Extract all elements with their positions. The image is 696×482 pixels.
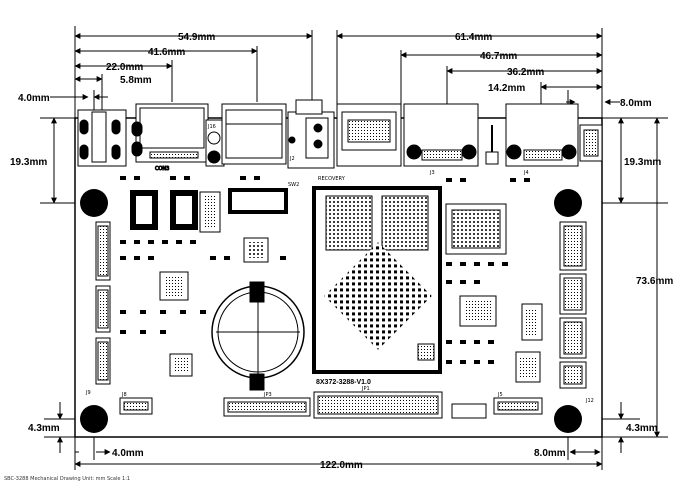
mount-hole-bottom-left — [80, 405, 108, 433]
ethernet-connector — [336, 103, 402, 167]
top-left-jacks — [77, 109, 127, 167]
soc-module — [312, 186, 442, 374]
dim-right-height: 19.3mm — [624, 157, 661, 168]
sw2-label: SW2 — [288, 182, 299, 188]
j2-connector: J2 — [287, 99, 335, 169]
mount-hole-top-right — [554, 189, 582, 217]
dim-total-width: 122.0mm — [320, 460, 363, 471]
dim-5-8: 5.8mm — [120, 75, 152, 86]
dim-41-6: 41.6mm — [148, 47, 185, 58]
hdmi-connector — [221, 103, 287, 165]
j8-label: J8 — [121, 392, 127, 398]
dim-right-offset: 8.0mm — [620, 98, 652, 109]
j12-label: J12 — [585, 398, 594, 404]
svg-text:J3: J3 — [429, 170, 435, 176]
bottom-edge-headers — [119, 391, 543, 419]
smd-components — [130, 188, 543, 383]
footer-caption: SBC-3288 Mechanical Drawing Unit: mm Sca… — [4, 476, 130, 482]
dim-bottom-right-hole: 4.3mm — [626, 423, 658, 434]
j5-label: J5 — [497, 392, 503, 398]
j3-connector: J3 — [403, 103, 479, 176]
svg-text:J2: J2 — [289, 156, 295, 162]
svg-text:CON3: CON3 — [155, 166, 169, 172]
dim-total-height: 73.6mm — [636, 276, 673, 287]
recovery-label: RECOVERY — [318, 176, 346, 182]
dimension-labels: 54.9mm 41.6mm 22.0mm 5.8mm 4.0mm 61.4mm … — [10, 32, 673, 471]
coin-cell-battery — [211, 281, 305, 391]
mount-hole-bottom-right — [554, 405, 582, 433]
con3-connector: CON3 — [131, 103, 209, 173]
passive-components — [120, 176, 530, 364]
mount-hole-top-left — [80, 189, 108, 217]
dim-36-2: 36.2mm — [507, 67, 544, 78]
right-edge-headers — [559, 221, 587, 389]
dim-54-9: 54.9mm — [178, 32, 215, 43]
j4-connector: J4 — [505, 103, 579, 176]
j16-connector: J16 — [205, 119, 225, 167]
j9-label: J9 — [85, 390, 91, 396]
dim-left-offset: 4.0mm — [18, 93, 50, 104]
svg-text:J16: J16 — [207, 124, 216, 130]
jp3-label: JP3 — [263, 392, 272, 398]
jp1-label: JP1 — [361, 386, 370, 392]
svg-text:J4: J4 — [523, 170, 529, 176]
dim-46-7: 46.7mm — [480, 51, 517, 62]
dimension-lines — [40, 26, 668, 470]
dim-bottom-left-offset: 4.0mm — [112, 448, 144, 459]
dim-61-4: 61.4mm — [455, 32, 492, 43]
dim-14-2: 14.2mm — [488, 83, 525, 94]
dim-left-height: 19.3mm — [10, 157, 47, 168]
pcb-board: CON3 J16 J2 — [74, 99, 603, 438]
board-model-label: 8X372-3288-V1.0 — [316, 379, 371, 386]
left-edge-headers — [95, 221, 111, 385]
dim-bottom-right-offset: 8.0mm — [534, 448, 566, 459]
dim-22-0: 22.0mm — [106, 62, 143, 73]
dim-bottom-left-hole: 4.3mm — [28, 423, 60, 434]
emmc-chip — [445, 203, 507, 255]
